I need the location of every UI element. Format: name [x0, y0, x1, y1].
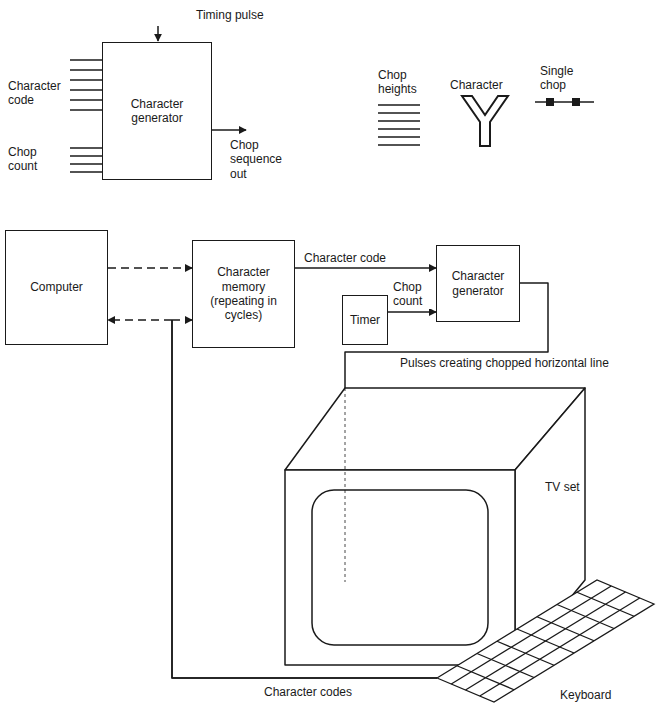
- connector: [172, 320, 437, 678]
- single-chop: [535, 98, 594, 106]
- connector-line: [388, 311, 436, 313]
- timer-box: Timer: [342, 295, 388, 345]
- connector: [108, 268, 192, 269]
- part-label: Single chop: [540, 64, 592, 93]
- tv-set: TV set: [285, 388, 585, 678]
- computer-box: Computer: [5, 230, 108, 345]
- keyboard: Keyboard: [437, 580, 654, 708]
- part-label: Chop heights: [378, 68, 438, 97]
- memory-box: Character memory (repeating in cycles): [192, 240, 295, 348]
- connector-label: Pulses creating chopped horizontal line: [398, 356, 647, 370]
- connector-line: [172, 319, 192, 321]
- part-label: Character code: [8, 79, 68, 108]
- generator-box: Character generator: [436, 245, 520, 322]
- node-text: Timer: [350, 313, 380, 327]
- node-text: TV set: [545, 480, 580, 494]
- keyboard: [437, 580, 654, 702]
- connector-label: Character code: [302, 251, 388, 265]
- node-text: Character memory (repeating in cycles): [199, 265, 288, 323]
- connector: [388, 312, 436, 313]
- node-text: Character generator: [109, 97, 205, 126]
- generator-box: Character generator: [102, 42, 212, 180]
- connector-line: [172, 320, 437, 678]
- part-label: Character: [450, 78, 503, 92]
- connector: [108, 320, 437, 678]
- node-text: Computer: [30, 280, 83, 294]
- part-label: Timing pulse: [196, 8, 264, 22]
- connector-label: Character codes: [262, 685, 354, 699]
- connector: [295, 268, 436, 269]
- connector-line: [295, 267, 436, 269]
- part-label: Chop count: [8, 145, 68, 174]
- connector-line: [172, 320, 437, 678]
- node-text: Keyboard: [560, 688, 611, 702]
- character-glyph: [462, 96, 508, 146]
- node-text: Character generator: [443, 269, 513, 298]
- connector-label: Chop count: [391, 280, 435, 309]
- connector-line: [108, 319, 172, 321]
- chop-heights: [378, 105, 420, 145]
- connector-line: [108, 267, 192, 269]
- part-label: Chop sequence out: [230, 138, 292, 181]
